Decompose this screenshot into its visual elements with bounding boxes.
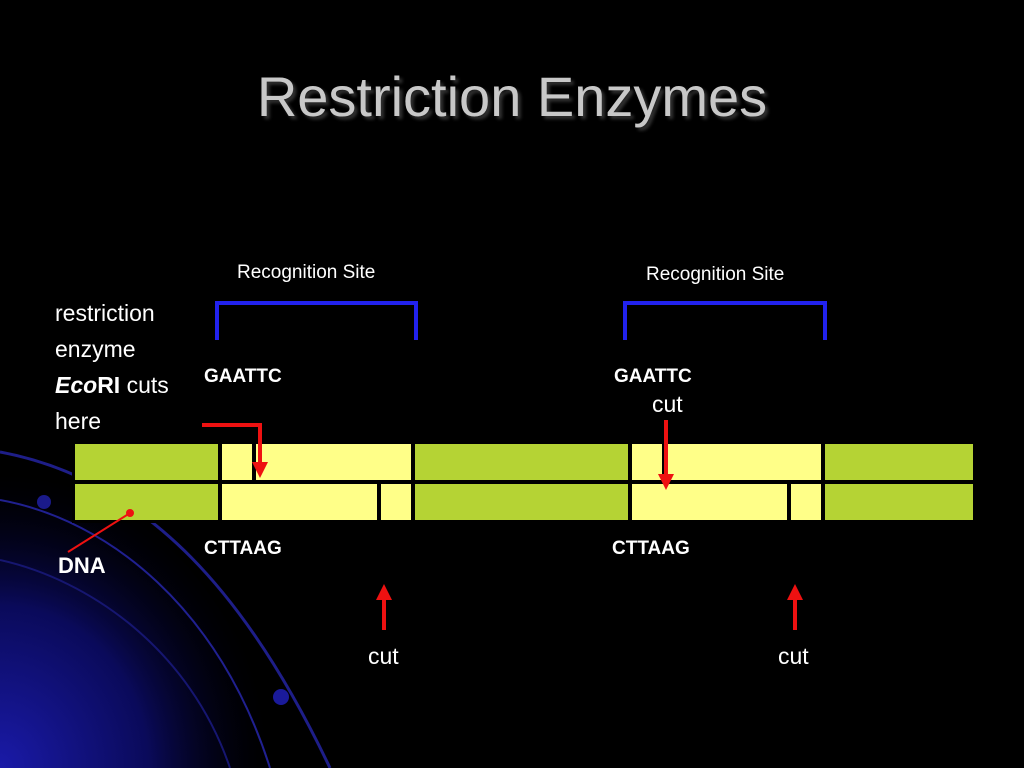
- enzyme-name-italic: Eco: [55, 372, 98, 398]
- recognition-bracket-left: [215, 301, 418, 340]
- bottom-strand-site-right: [632, 484, 821, 520]
- cut-arrow-bottom-right: [787, 584, 803, 630]
- slide-title: Restriction Enzymes: [256, 65, 768, 128]
- bottom-strand-segment: [75, 484, 218, 520]
- dna-label: DNA: [58, 553, 106, 578]
- sequence-bottom-right: CTTAAG: [612, 538, 690, 559]
- cut-label-bottom-left: cut: [368, 643, 399, 669]
- cut-label-bottom-right: cut: [778, 643, 809, 669]
- enzyme-description: restriction enzyme EcoRI cuts here: [55, 295, 169, 439]
- cut-label-top-right: cut: [652, 391, 683, 417]
- description-line-1: restriction: [55, 300, 155, 326]
- sequence-bottom-left: CTTAAG: [204, 538, 282, 559]
- bottom-strand: [75, 484, 973, 520]
- description-line-3: EcoRI cuts: [55, 367, 169, 403]
- sequence-top-right: GAATTC: [614, 366, 692, 387]
- bottom-strand-site-left: [222, 484, 411, 520]
- bottom-strand-segment: [825, 484, 973, 520]
- description-line-4: here: [55, 408, 102, 434]
- enzyme-name-roman: RI: [97, 372, 121, 398]
- cut-arrow-top-right: [658, 420, 674, 490]
- top-strand-segment: [825, 444, 973, 480]
- top-strand-segment: [415, 444, 628, 480]
- description-line-2: enzyme: [55, 336, 136, 362]
- recognition-site-label-right: Recognition Site: [646, 264, 785, 285]
- dna-pointer: [67, 509, 134, 553]
- sequence-top-left: GAATTC: [204, 366, 282, 387]
- cut-arrow-top-left: [202, 423, 268, 478]
- top-strand: [75, 444, 973, 480]
- top-strand-segment: [75, 444, 218, 480]
- top-strand-site-left: [222, 444, 411, 480]
- recognition-site-label-left: Recognition Site: [237, 262, 376, 283]
- recognition-bracket-right: [623, 301, 827, 340]
- bottom-strand-segment: [415, 484, 628, 520]
- cut-arrow-bottom-left: [376, 584, 392, 630]
- description-cuts: cuts: [120, 372, 169, 398]
